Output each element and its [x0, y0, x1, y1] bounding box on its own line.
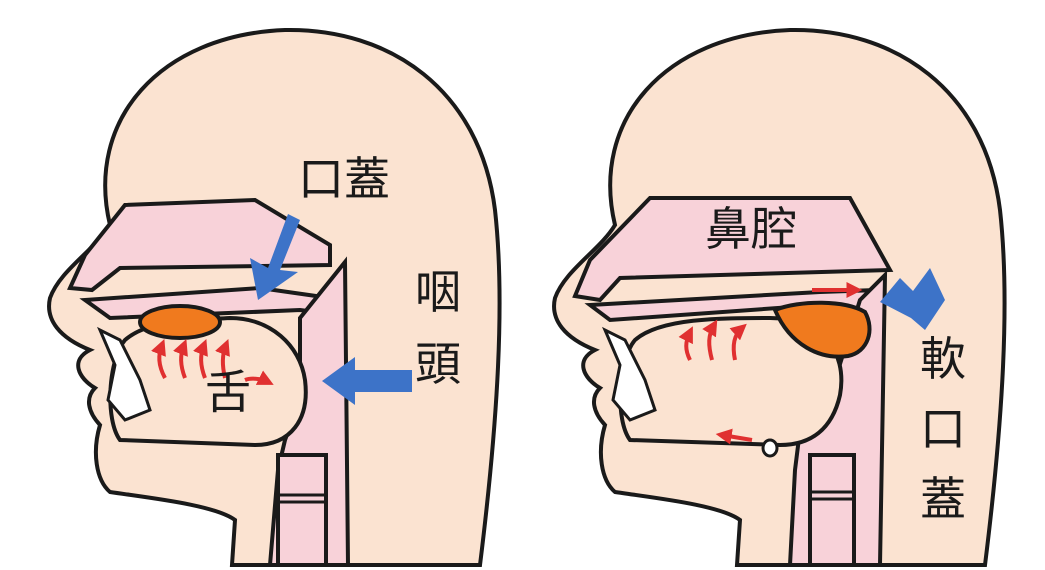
- right-soft-palate-label-2: 口: [920, 402, 966, 456]
- left-esophagus: [278, 455, 326, 565]
- right-soft-palate-label-3: 蓋: [920, 472, 966, 526]
- left-head-panel: 口蓋 咽 頭 舌: [49, 30, 500, 565]
- left-tongue-label: 舌: [205, 365, 251, 419]
- left-pharynx-label-2: 頭: [415, 337, 461, 391]
- right-larynx-bubble: [763, 440, 777, 456]
- right-nasal-cavity-label: 鼻腔: [705, 202, 797, 256]
- right-head-panel: 鼻腔 軟 口 蓋: [554, 30, 1005, 565]
- right-esophagus: [810, 455, 854, 565]
- left-palate-label: 口蓋: [298, 152, 390, 206]
- left-pharynx-label-1: 咽: [415, 265, 461, 319]
- left-bolus: [140, 306, 220, 338]
- right-soft-palate-label-1: 軟: [920, 332, 966, 386]
